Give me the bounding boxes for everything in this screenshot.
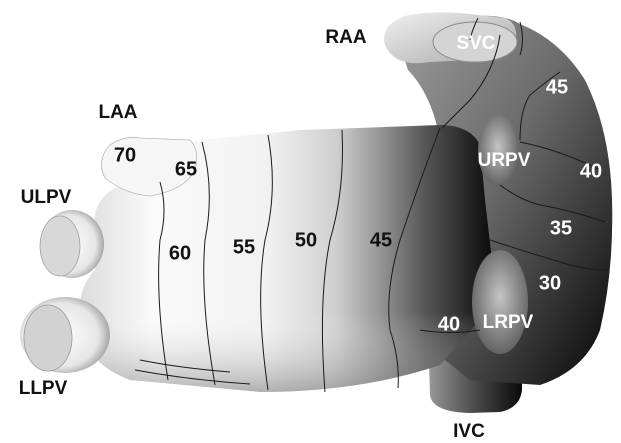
label-svc: SVC (456, 33, 495, 54)
isochrone-label-60: 60 (169, 242, 191, 264)
isochrone-label-40-lower: 40 (438, 313, 460, 335)
label-ulpv: ULPV (21, 187, 72, 208)
isochrone-label-30: 30 (539, 272, 561, 294)
isochrone-label-70: 70 (114, 144, 136, 166)
isochrone-label-55: 55 (233, 236, 255, 258)
ulpv-opening (40, 216, 80, 276)
isochrone-label-65: 65 (175, 158, 197, 180)
label-ivc: IVC (453, 421, 485, 442)
isochrone-label-35: 35 (550, 217, 572, 239)
isochrone-label-45-right: 45 (546, 76, 568, 98)
isochrone-label-45-left: 45 (370, 229, 392, 251)
isochrone-label-40-right: 40 (580, 160, 602, 182)
isochrone-label-50: 50 (295, 229, 317, 251)
lrpv-vessel (472, 250, 528, 354)
label-lrpv: LRPV (483, 312, 534, 333)
label-raa: RAA (325, 27, 366, 48)
label-llpv: LLPV (19, 378, 68, 399)
label-urpv: URPV (478, 150, 531, 171)
label-laa: LAA (98, 102, 137, 123)
llpv-opening (24, 305, 72, 371)
